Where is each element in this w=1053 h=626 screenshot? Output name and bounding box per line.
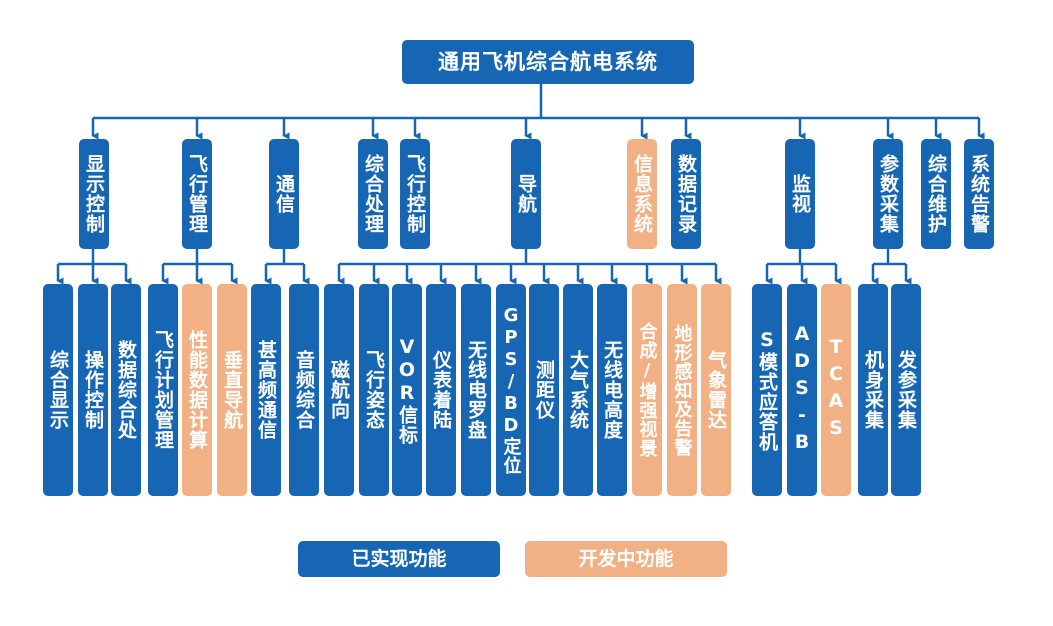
leaf-mode-s-transponder: S模式应答机: [752, 284, 782, 496]
category-data-recording: 数据记录: [671, 139, 701, 249]
leaf-tcas: TCAS: [821, 284, 851, 496]
leaf-instrument-landing: 仪表着陆: [426, 284, 456, 496]
leaf-terrain-awareness-warning: 地形感知及告警: [667, 284, 697, 496]
leaf-radio-altimeter: 无线电高度: [597, 284, 627, 496]
leaf-radio-compass: 无线电罗盘: [461, 284, 491, 496]
leaf-operation-control: 操作控制: [78, 284, 108, 496]
leaf-ads-b: ADS-B: [787, 284, 817, 496]
leaf-airframe-acquisition: 机身采集: [858, 284, 888, 496]
leaf-vhf-communication: 甚高频通信: [251, 284, 281, 496]
leaf-data-processing: 数据综合处: [111, 284, 141, 496]
legend-developing: 开发中功能: [525, 541, 727, 577]
category-flight-management: 飞行管理: [182, 139, 212, 249]
leaf-flight-plan-management: 飞行计划管理: [148, 284, 178, 496]
leaf-air-data-system: 大气系统: [563, 284, 593, 496]
root-title: 通用飞机综合航电系统: [402, 40, 694, 84]
category-surveillance: 监视: [785, 139, 815, 249]
leaf-dme: 测距仪: [529, 284, 559, 496]
category-system-alert: 系统告警: [964, 139, 994, 249]
legend-implemented: 已实现功能: [298, 541, 500, 577]
leaf-synthetic-enhanced-vision: 合成/增强视景: [632, 284, 662, 496]
leaf-performance-calculation: 性能数据计算: [182, 284, 212, 496]
category-integrated-maintenance: 综合维护: [921, 139, 951, 249]
leaf-flight-attitude: 飞行姿态: [359, 284, 389, 496]
leaf-magnetic-heading: 磁航向: [324, 284, 354, 496]
leaf-audio-integration: 音频综合: [289, 284, 319, 496]
category-information-system: 信息系统: [627, 139, 657, 249]
category-navigation: 导航: [511, 139, 541, 249]
leaf-weather-radar: 气象雷达: [701, 284, 731, 496]
category-flight-control: 飞行控制: [400, 139, 430, 249]
leaf-gps-bd-positioning: GPS/BD定位: [496, 284, 526, 496]
leaf-engine-parameter-acquisition: 发参采集: [891, 284, 921, 496]
category-integrated-processing: 综合处理: [358, 139, 388, 249]
category-display-control: 显示控制: [79, 139, 109, 249]
leaf-vertical-navigation: 垂直导航: [217, 284, 247, 496]
category-parameter-acquisition: 参数采集: [873, 139, 903, 249]
leaf-integrated-display: 综合显示: [43, 284, 73, 496]
category-communication: 通信: [269, 139, 299, 249]
leaf-vor-beacon: VOR信标: [392, 284, 422, 496]
